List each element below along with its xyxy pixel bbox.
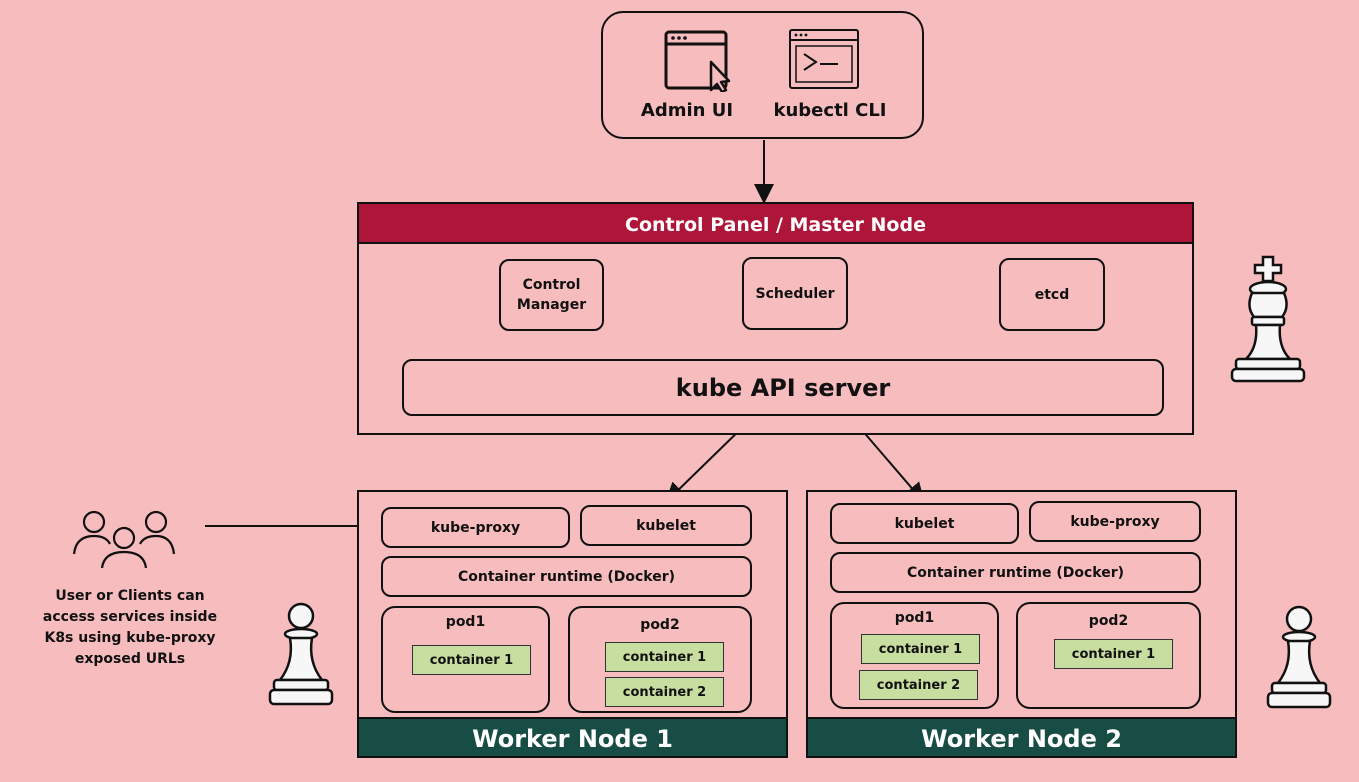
worker1-pod2[interactable]: pod2 container 1 container 2 bbox=[568, 606, 752, 713]
pod-label: pod1 bbox=[445, 614, 486, 630]
kubectl-cli-label: kubectl CLI bbox=[773, 100, 887, 121]
worker1-footer: Worker Node 1 bbox=[357, 717, 788, 758]
worker2-pod1[interactable]: pod1 container 1 container 2 bbox=[830, 602, 999, 709]
container-item[interactable]: container 2 bbox=[859, 670, 978, 700]
worker2-pod2[interactable]: pod2 container 1 bbox=[1016, 602, 1201, 709]
kubectl-cli-tool[interactable]: kubectl CLI bbox=[768, 26, 898, 130]
king-chess-icon bbox=[1230, 255, 1306, 383]
container-item[interactable]: container 1 bbox=[412, 645, 531, 675]
users-caption: User or Clients can access services insi… bbox=[42, 588, 218, 667]
container-item[interactable]: container 1 bbox=[861, 634, 980, 664]
browser-window-icon bbox=[664, 30, 731, 92]
pawn-chess-icon bbox=[268, 602, 334, 706]
pod-label: pod1 bbox=[894, 610, 935, 626]
kube-api-server-box[interactable]: kube API server bbox=[402, 359, 1164, 416]
worker2-kubelet[interactable]: kubelet bbox=[830, 503, 1019, 544]
admin-ui-tool[interactable]: Admin UI bbox=[640, 26, 760, 130]
control-plane-header: Control Panel / Master Node bbox=[357, 202, 1194, 244]
terminal-icon bbox=[789, 29, 859, 89]
etcd-box[interactable]: etcd bbox=[999, 258, 1105, 331]
worker1-kube-proxy[interactable]: kube-proxy bbox=[381, 507, 570, 548]
pod-label: pod2 bbox=[1088, 613, 1129, 629]
control-manager-box[interactable]: Control Manager bbox=[499, 259, 604, 331]
pod-label: pod2 bbox=[640, 617, 680, 633]
scheduler-box[interactable]: Scheduler bbox=[742, 257, 848, 330]
container-item[interactable]: container 1 bbox=[1054, 639, 1173, 669]
worker2-container-runtime[interactable]: Container runtime (Docker) bbox=[830, 552, 1201, 593]
clients-box bbox=[601, 11, 924, 139]
admin-ui-label: Admin UI bbox=[640, 100, 734, 121]
worker1-container-runtime[interactable]: Container runtime (Docker) bbox=[381, 556, 752, 597]
container-item[interactable]: container 1 bbox=[605, 642, 724, 672]
container-item[interactable]: container 2 bbox=[605, 677, 724, 707]
worker2-footer: Worker Node 2 bbox=[806, 717, 1237, 758]
users-group-icon bbox=[72, 510, 176, 569]
worker1-kubelet[interactable]: kubelet bbox=[580, 505, 752, 546]
pawn-chess-icon bbox=[1266, 605, 1332, 709]
worker1-pod1[interactable]: pod1 container 1 bbox=[381, 606, 550, 713]
worker2-kube-proxy[interactable]: kube-proxy bbox=[1029, 501, 1201, 542]
